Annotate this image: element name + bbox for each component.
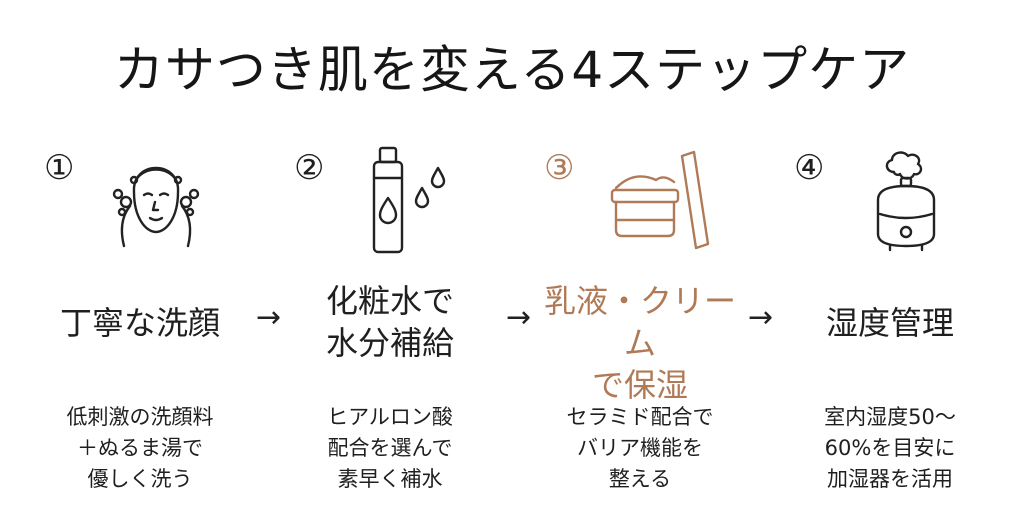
step-heading: 化粧水で 水分補給 <box>325 282 454 362</box>
step-heading: 乳液・クリーム で保湿 <box>543 282 736 404</box>
humidifier-icon <box>876 151 936 252</box>
page-title: カサつき肌を変える4ステップケア <box>113 41 911 99</box>
step-number: ③ <box>544 148 575 188</box>
arrow-right-icon: → <box>748 300 774 335</box>
step-description: ヒアルロン酸 配合を選んで 素早く補水 <box>327 405 453 491</box>
step-3: ③ 乳液・クリーム で保湿 セラミド配合で バリア機能を 整える <box>530 140 750 510</box>
step-description: セラミド配合で バリア機能を 整える <box>566 405 714 491</box>
step-number: ② <box>294 148 325 188</box>
step-number: ④ <box>794 148 825 188</box>
step-1: ① 丁寧な洗顔 低刺激の洗顔料 ＋ぬるま湯で 優しく洗う <box>30 140 250 510</box>
step-number: ① <box>44 148 75 188</box>
step-2: ② 化粧水で 水分補給 ヒアルロン酸 配合を選んで 素早く補水 <box>280 140 500 510</box>
step-description: 室内湿度50〜 60%を目安に 加湿器を活用 <box>824 405 956 491</box>
face-washing-icon <box>112 166 200 248</box>
lotion-bottle-icon <box>372 146 446 254</box>
step-heading: 丁寧な洗顔 <box>59 304 220 342</box>
step-4: ④ 湿度管理 室内湿度50〜 60%を目安に 加湿器を活用 <box>780 140 1000 510</box>
step-heading: 湿度管理 <box>825 304 954 342</box>
arrow-right-icon: → <box>256 300 282 335</box>
step-description: 低刺激の洗顔料 ＋ぬるま湯で 優しく洗う <box>66 405 214 491</box>
cream-jar-icon <box>610 150 710 250</box>
arrow-right-icon: → <box>506 300 532 335</box>
